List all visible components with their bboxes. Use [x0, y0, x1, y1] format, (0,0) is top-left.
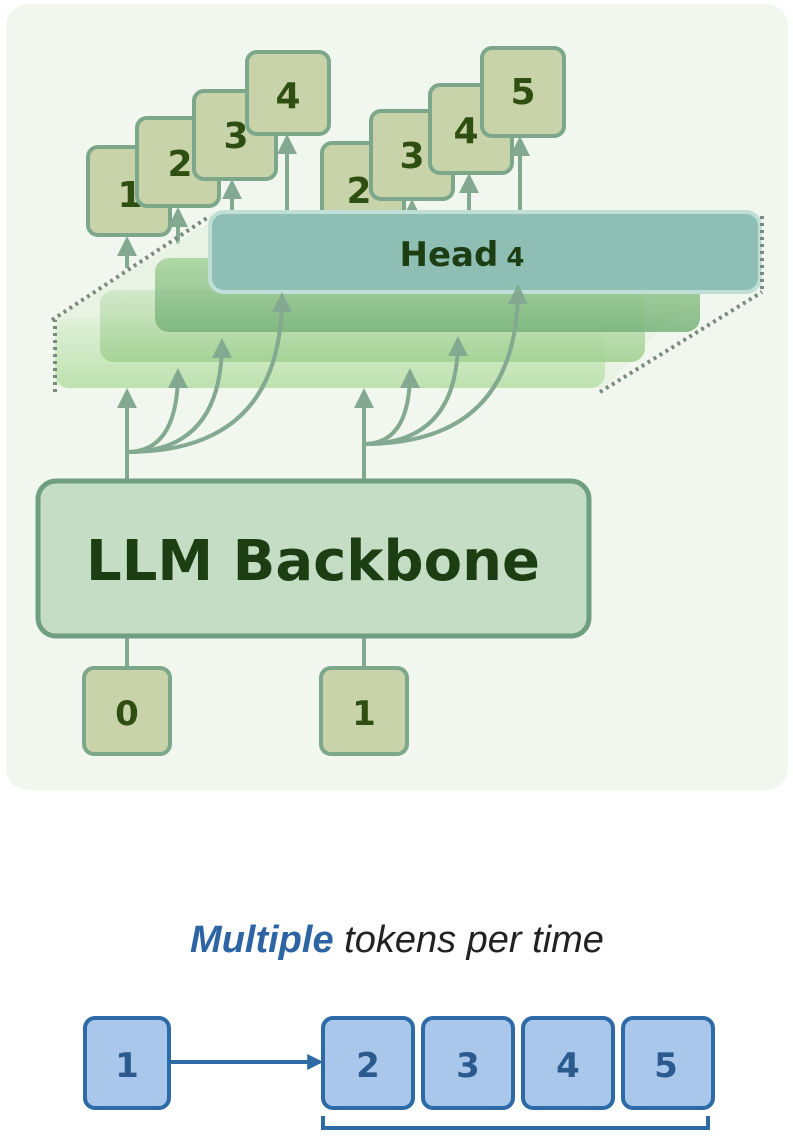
- token-label: 5: [510, 72, 535, 113]
- backbone-label: LLM Backbone: [86, 529, 540, 594]
- token-sequence: 1 2 3 4 5: [83, 1016, 715, 1130]
- output-token: 5: [480, 46, 566, 138]
- token-label: 4: [275, 76, 300, 117]
- sequence-token: 2: [321, 1016, 415, 1110]
- output-token: 4: [245, 50, 331, 136]
- token-label: 5: [654, 1046, 678, 1086]
- backbone-to-head-arrows: [117, 284, 528, 480]
- input-token: 0: [82, 666, 172, 756]
- token-label: 2: [167, 144, 192, 185]
- input-connectors: [125, 638, 366, 668]
- token-label: 3: [223, 116, 248, 157]
- sequence-token: 3: [421, 1016, 515, 1110]
- input-token: 1: [319, 666, 409, 756]
- sequence-token: 1: [83, 1016, 171, 1110]
- llm-backbone: LLM Backbone: [35, 478, 592, 639]
- token-label: 4: [556, 1046, 580, 1086]
- token-label: 4: [453, 111, 478, 152]
- token-label: 0: [115, 694, 139, 734]
- left-output-tokens: 1 2 3 4: [86, 50, 331, 237]
- sequence-token: 4: [521, 1016, 615, 1110]
- token-label: 1: [115, 1046, 139, 1086]
- input-tokens: 0 1: [82, 666, 409, 756]
- token-label: 2: [346, 171, 371, 212]
- token-label: 3: [399, 136, 424, 177]
- sequence-token: 5: [621, 1016, 715, 1110]
- token-label: 2: [356, 1046, 380, 1086]
- prediction-bracket: [321, 1116, 710, 1130]
- token-label: 1: [352, 694, 376, 734]
- token-label: 3: [456, 1046, 480, 1086]
- right-output-tokens: 2 3 4 5: [320, 46, 566, 233]
- caption: Multiple tokens per time: [190, 919, 604, 961]
